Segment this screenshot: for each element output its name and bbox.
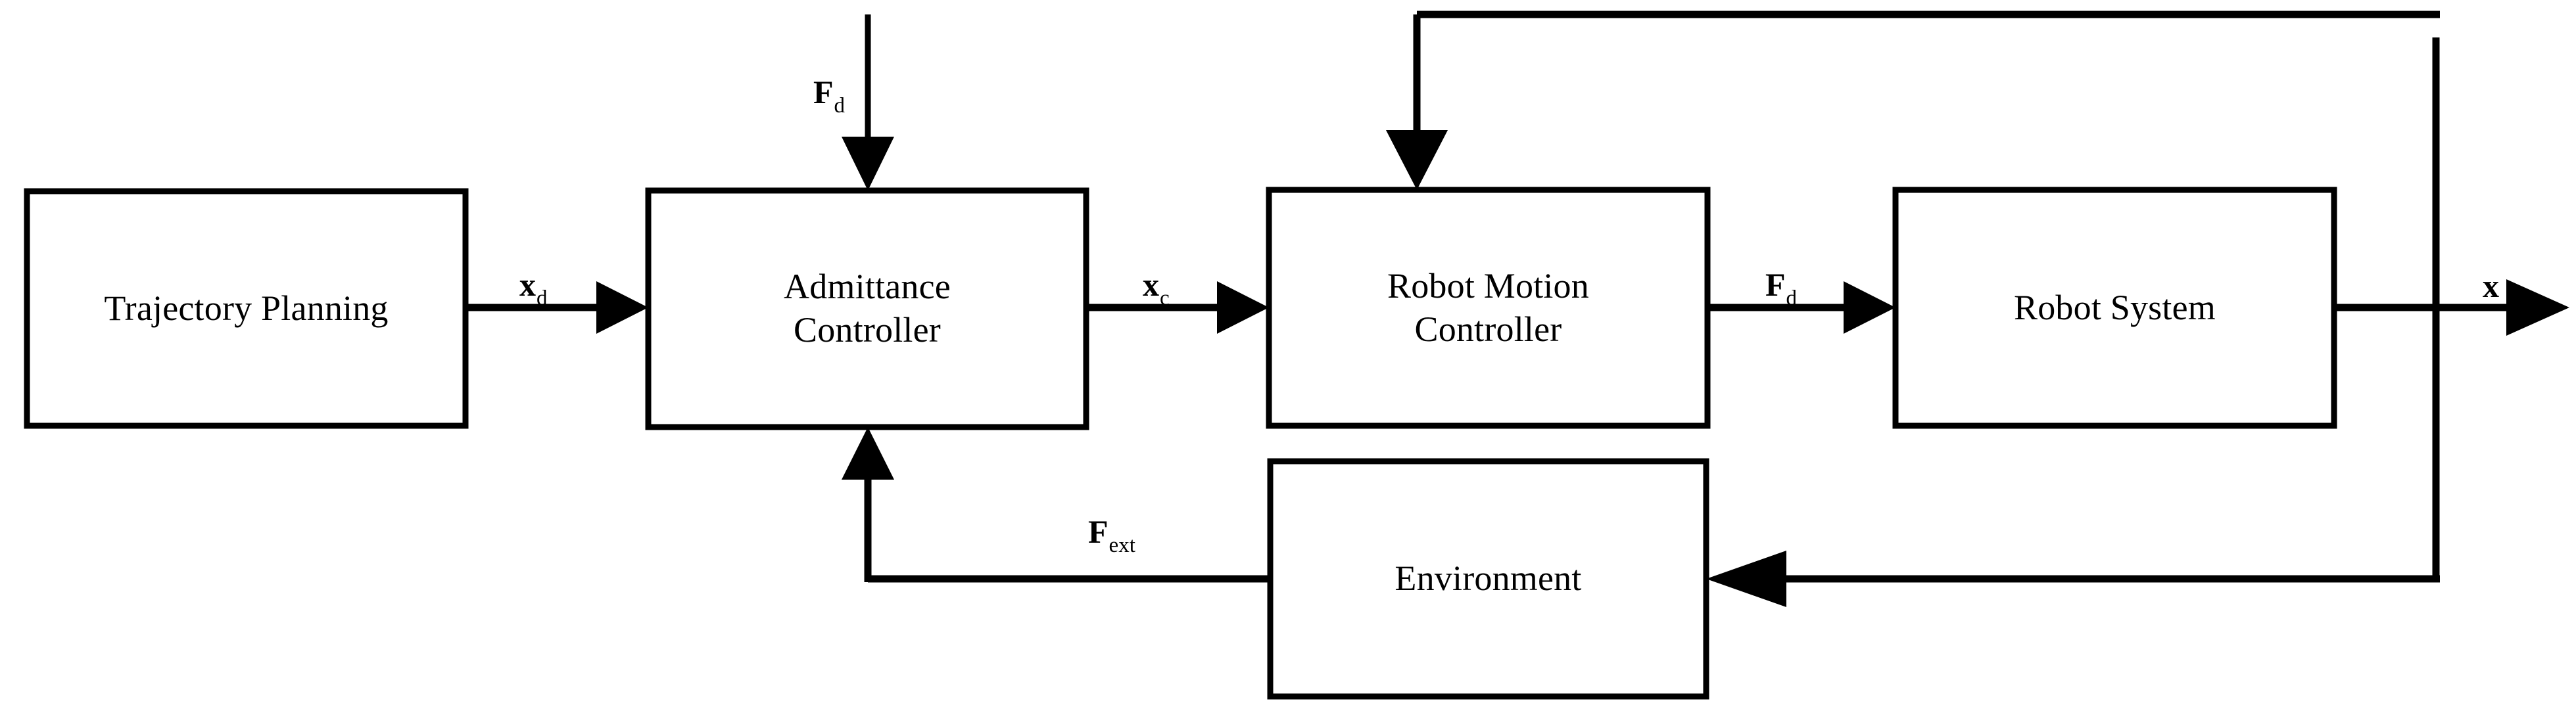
block-admittance-controller[interactable] xyxy=(645,187,1089,430)
arrowhead-force-desired-input xyxy=(842,137,894,191)
arrowhead-x-output xyxy=(2506,279,2569,336)
block-robot-system[interactable] xyxy=(1892,187,2337,429)
arrowhead-feedback-into-environment xyxy=(1706,551,1786,607)
block-robot-motion-controller[interactable] xyxy=(1266,187,1711,429)
arrowhead-x-desired xyxy=(596,281,648,334)
arrowhead-feedback-into-robot-motion-controller xyxy=(1386,130,1448,190)
arrowhead-force-external xyxy=(842,427,894,480)
arrowhead-x-commanded xyxy=(1217,281,1269,334)
block-trajectory-planning[interactable] xyxy=(24,188,469,429)
block-environment[interactable] xyxy=(1267,458,1709,700)
arrowhead-force-desired-output xyxy=(1844,281,1896,334)
